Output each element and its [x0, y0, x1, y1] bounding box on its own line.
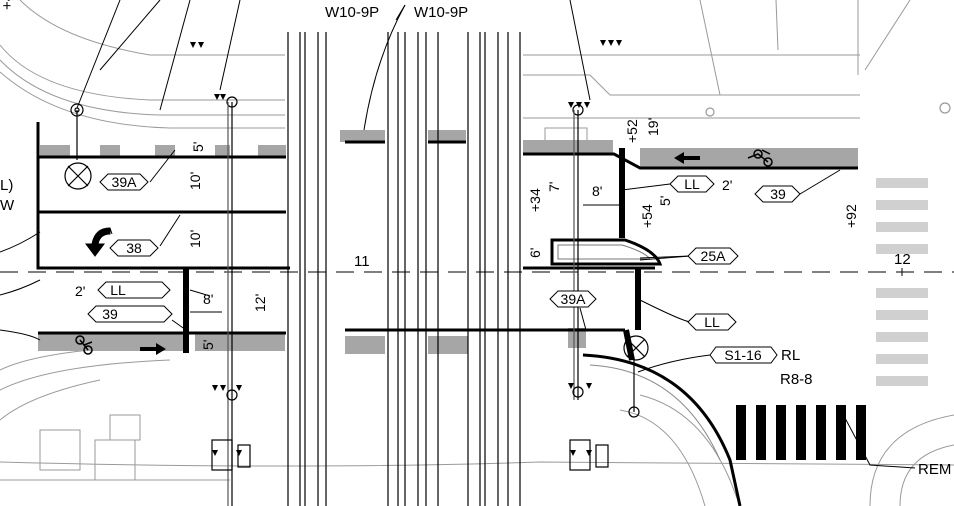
callout-ll-right-top-text: LL [684, 176, 700, 192]
dim-6ft: 6' [527, 248, 543, 258]
stop-bars [183, 148, 641, 361]
signal-cabinets [211, 439, 609, 471]
crosswalk-gray [876, 178, 928, 386]
dim-19ft: 19' [645, 118, 661, 136]
callout-ll-left-text: LL [110, 282, 126, 298]
callout-38-text: 38 [126, 240, 142, 256]
dim-5ft-top-left: 5' [190, 142, 206, 152]
edge-text-left-b: W [0, 197, 15, 214]
median-island [550, 238, 663, 266]
callout-ll-left: LL [97, 281, 171, 299]
sign-r8-8: R8-8 [780, 371, 813, 388]
callout-ll-right-low-text: LL [704, 314, 720, 330]
callout-s1-16: S1-16 [709, 346, 778, 364]
signal-heads [190, 40, 622, 456]
dimension-lines [190, 204, 622, 313]
sign-divider [395, 4, 406, 21]
edge-text-top-left: +4 [0, 0, 16, 10]
callout-ll-right-top: LL [669, 175, 715, 193]
curb-return [582, 353, 742, 506]
dim-sta-54: +54 [639, 204, 655, 228]
callout-39a-top-text: 39A [112, 174, 138, 190]
sign-w10-9p-b: W10-9P [414, 4, 468, 21]
pedestrian-push-button [64, 162, 649, 361]
crosswalk-black [736, 405, 866, 460]
callout-39a-mid: 39A [549, 290, 597, 308]
dim-5ft-right: 5' [657, 196, 673, 206]
callout-25a: 25A [687, 247, 739, 265]
callout-25a-text: 25A [701, 248, 727, 264]
callout-39-left-text: 39 [102, 306, 118, 322]
signal-poles [70, 96, 951, 506]
callout-39a-mid-text: 39A [561, 291, 587, 307]
dim-5ft-low-left: 5' [200, 340, 216, 350]
leader-lines [0, 0, 916, 469]
edge-text-bottom-right: REM [918, 461, 951, 478]
dim-8ft-right: 8' [592, 183, 602, 199]
dim-10ft-a: 10' [187, 172, 203, 190]
dim-2ft-left: 2' [75, 283, 85, 299]
lane-arrows [85, 152, 700, 355]
sign-rl-label: RL [781, 347, 800, 364]
bicycle-icon [75, 335, 93, 355]
station-11: 11 [354, 253, 370, 270]
dim-12ft-left: 12' [252, 294, 268, 312]
arrow-left-icon [674, 152, 700, 164]
dim-sta-92: +92 [843, 204, 859, 228]
callout-39-right-text: 39 [770, 186, 786, 202]
railroad-tracks [287, 32, 521, 506]
sign-w10-9p-a: W10-9P [325, 4, 379, 21]
station-12: 12 [894, 251, 911, 268]
dim-sta-52: +52 [624, 119, 640, 143]
road-edges [36, 122, 858, 335]
arrow-right-icon [140, 343, 166, 355]
dim-2ft-right: 2' [722, 177, 732, 193]
dim-sta-34: +34 [527, 188, 543, 212]
callout-39-right: 39 [754, 185, 801, 203]
left-turn-arrow-icon [85, 227, 111, 257]
dim-7ft: 7' [546, 182, 562, 192]
edge-text-left-a: L) [0, 177, 13, 194]
callout-38: 38 [109, 239, 159, 257]
callout-39a-top: 39A [99, 173, 149, 191]
bicycle-icon-right [747, 149, 773, 167]
callout-ll-right-low: LL [687, 313, 737, 331]
station-12-tick [898, 268, 906, 276]
dim-10ft-b: 10' [187, 230, 203, 248]
dim-8ft-left: 8' [203, 291, 213, 307]
callout-39-left: 39 [87, 305, 173, 323]
callout-s1-16-text: S1-16 [724, 347, 762, 363]
